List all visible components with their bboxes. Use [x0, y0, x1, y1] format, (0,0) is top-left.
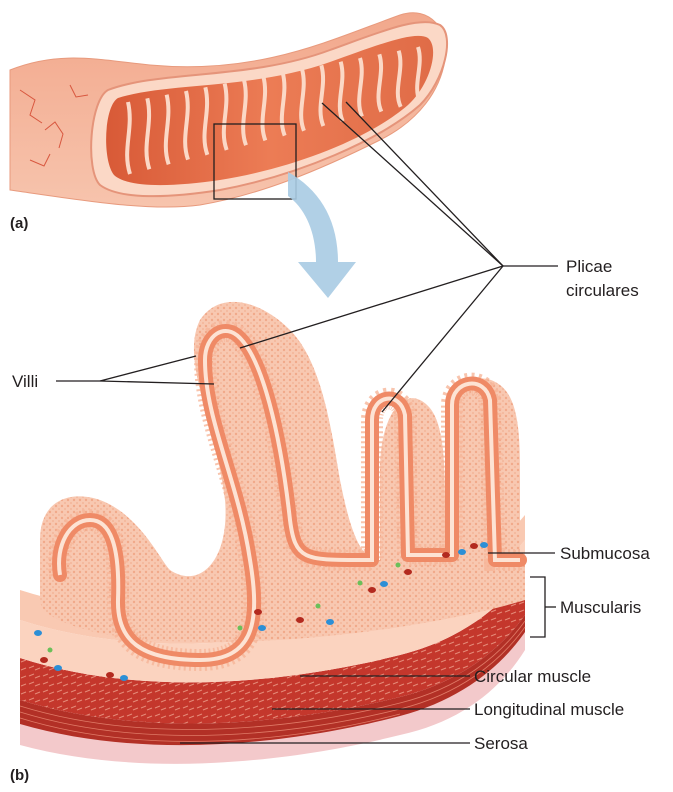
tissue-cell	[368, 587, 376, 593]
tissue-cell	[442, 552, 450, 558]
intestine-tube-illustration	[10, 13, 447, 207]
plica-fold	[340, 62, 343, 122]
tissue-cell	[54, 665, 62, 671]
tissue-cell	[326, 619, 334, 625]
label-muscularis: Muscularis	[560, 598, 641, 617]
label-circular-muscle: Circular muscle	[474, 667, 591, 686]
plica-fold	[127, 102, 130, 174]
panel-label-b: (b)	[10, 767, 29, 784]
tissue-cell	[470, 543, 478, 549]
plica-fold	[146, 98, 149, 169]
panel-label-a: (a)	[10, 215, 28, 232]
tissue-cell	[258, 625, 266, 631]
tissue-cell	[120, 675, 128, 681]
plica-fold	[262, 76, 265, 140]
label-villi: Villi	[12, 372, 38, 391]
label-serosa: Serosa	[474, 734, 528, 753]
intestinal-wall-section	[20, 302, 525, 764]
tissue-cell	[34, 630, 42, 636]
label-submucosa: Submucosa	[560, 544, 650, 563]
label-plicae-line1: Plicae	[566, 257, 612, 276]
plica-fold	[166, 95, 169, 165]
label-longitudinal-muscle: Longitudinal muscle	[474, 700, 624, 719]
plica-fold	[243, 80, 246, 145]
plica-fold	[204, 87, 207, 154]
tissue-cell	[238, 626, 243, 631]
plica-fold	[359, 58, 362, 116]
tissue-cell	[396, 563, 401, 568]
tissue-cell	[458, 549, 466, 555]
tissue-cell	[316, 604, 321, 609]
tissue-cell	[380, 581, 388, 587]
tissue-cell	[48, 648, 53, 653]
plica-fold	[224, 84, 227, 150]
muscularis-bracket	[530, 577, 545, 637]
label-plicae-line2: circulares	[566, 281, 639, 300]
villi-leaders	[56, 356, 214, 384]
zoom-arrow	[288, 172, 356, 298]
tissue-cell	[296, 617, 304, 623]
tissue-cell	[404, 569, 412, 575]
tissue-cell	[358, 581, 363, 586]
plica-fold	[320, 65, 323, 126]
plica-fold	[301, 69, 304, 131]
plica-fold	[378, 54, 381, 111]
tissue-cell	[106, 672, 114, 678]
plica-fold	[282, 73, 285, 136]
tissue-cell	[480, 542, 488, 548]
tissue-cell	[40, 657, 48, 663]
tissue-cell	[254, 609, 262, 615]
plica-fold	[185, 91, 188, 160]
